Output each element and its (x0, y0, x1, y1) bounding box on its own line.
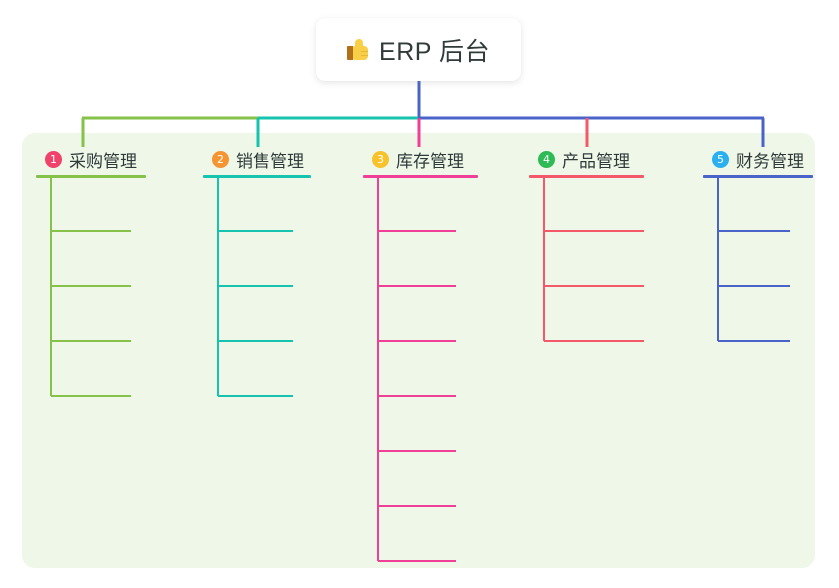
branch-header-4[interactable]: 4 产品管理 (529, 147, 644, 171)
branch-header-2[interactable]: 2 销售管理 (203, 147, 311, 171)
branch-header-3[interactable]: 3 库存管理 (363, 147, 478, 171)
branches-panel (22, 133, 815, 568)
branch-title-4: 产品管理 (562, 151, 630, 171)
branch-column-2: 2 销售管理 (203, 147, 311, 178)
thumbs-up-icon (347, 38, 370, 61)
root-title: ERP 后台 (379, 37, 490, 66)
branch-underline-5 (703, 175, 813, 178)
root-node[interactable]: ERP 后台 (316, 18, 521, 81)
branch-title-2: 销售管理 (236, 151, 304, 171)
branch-badge-1: 1 (45, 150, 62, 168)
branch-badge-4: 4 (538, 150, 555, 168)
branch-underline-4 (529, 175, 644, 178)
branch-title-5: 财务管理 (736, 151, 804, 171)
branch-underline-3 (363, 175, 478, 178)
branch-column-1: 1 采购管理 (36, 147, 146, 178)
branch-header-5[interactable]: 5 财务管理 (703, 147, 813, 171)
branch-underline-1 (36, 175, 146, 178)
branch-title-1: 采购管理 (69, 151, 137, 171)
branch-column-3: 3 库存管理 (363, 147, 478, 178)
branch-title-3: 库存管理 (396, 151, 464, 171)
branch-badge-3: 3 (372, 150, 389, 168)
branch-badge-2: 2 (212, 150, 229, 168)
branch-header-1[interactable]: 1 采购管理 (36, 147, 146, 171)
branch-column-4: 4 产品管理 (529, 147, 644, 178)
branch-column-5: 5 财务管理 (703, 147, 813, 178)
branch-badge-5: 5 (712, 150, 729, 168)
branch-underline-2 (203, 175, 311, 178)
